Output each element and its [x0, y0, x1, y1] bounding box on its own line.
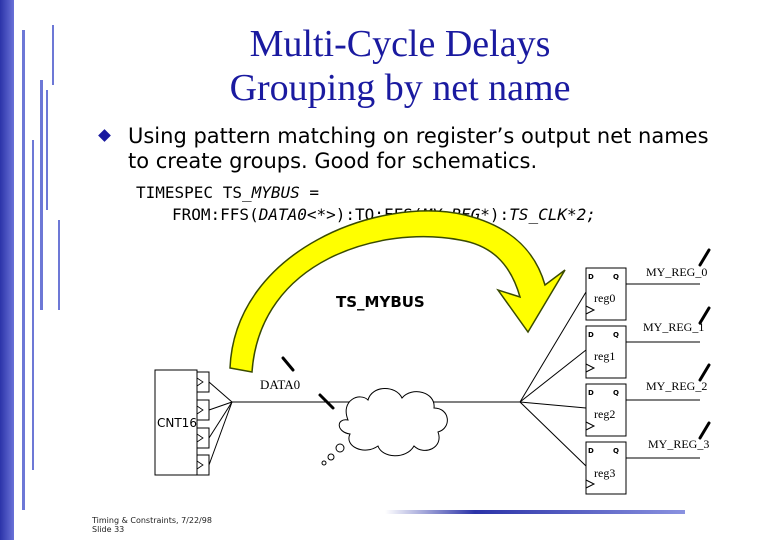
timespec-keyword: TIMESPEC TS_ — [136, 183, 252, 202]
slide-footer: Timing & Constraints, 7/22/98 Slide 33 — [92, 516, 212, 534]
data-net-label: DATA0 — [260, 377, 301, 392]
q-pin-label: Q — [613, 273, 619, 281]
net-label: MY_REG_1 — [643, 320, 705, 334]
slide-title: Multi-Cycle Delays Grouping by net name — [140, 22, 660, 110]
register-reg0 — [585, 267, 700, 321]
counter-label: CNT16 — [157, 416, 197, 430]
clock-pin — [196, 460, 204, 470]
group-label: TS_MYBUS — [336, 293, 425, 311]
decorative-bar — [58, 220, 60, 310]
clock-pin — [196, 377, 204, 387]
register-name: reg0 — [594, 291, 616, 305]
timespec-name: MYBUS — [251, 183, 300, 202]
thought-cloud — [338, 388, 448, 457]
decorative-bar — [52, 25, 54, 85]
register-name: reg3 — [594, 466, 616, 480]
q-pin-label: Q — [613, 447, 619, 455]
counter-block — [154, 369, 198, 476]
thought-bubble — [321, 460, 327, 466]
source-pattern: DATA0<*> — [258, 205, 336, 224]
q-pin-label: Q — [613, 331, 619, 339]
net-label: MY_REG_0 — [646, 265, 708, 279]
net-label: MY_REG_2 — [646, 379, 708, 393]
timespec-equals: = — [299, 183, 320, 202]
timing-value: TS_CLK*2; — [509, 205, 596, 224]
decorative-bar — [32, 140, 34, 470]
probe-icon — [281, 248, 711, 440]
register-name: reg2 — [594, 407, 616, 421]
d-pin-label: D — [588, 389, 594, 397]
group-arrow — [229, 210, 566, 373]
d-pin-label: D — [588, 331, 594, 339]
thought-bubble — [335, 443, 345, 453]
clock-pin — [196, 405, 204, 415]
bottom-rule — [385, 510, 685, 514]
q-pin-label: Q — [613, 389, 619, 397]
colon: ): — [489, 205, 510, 224]
decorative-bar — [40, 80, 43, 310]
sidebar-decoration — [0, 0, 14, 540]
bullet-text: Using pattern matching on register’s out… — [128, 124, 709, 173]
title-line-1: Multi-Cycle Delays — [249, 23, 551, 65]
from-ffs: FROM:FFS( — [172, 205, 259, 224]
register-reg2 — [585, 383, 700, 437]
thought-bubble — [327, 453, 335, 461]
net-label: MY_REG_3 — [648, 437, 710, 451]
register-reg1 — [585, 325, 700, 379]
d-pin-label: D — [588, 273, 594, 281]
timespec-line-1: TIMESPEC TS_MYBUS = — [136, 183, 319, 202]
register-name: reg1 — [594, 349, 616, 363]
clock-pin — [196, 433, 204, 443]
register-reg3 — [585, 441, 700, 495]
footer-source: Timing & Constraints, 7/22/98 — [92, 516, 212, 525]
decorative-bar — [46, 90, 48, 210]
slide-number: Slide 33 — [92, 525, 125, 534]
title-line-2: Grouping by net name — [229, 67, 571, 109]
d-pin-label: D — [588, 447, 594, 455]
decorative-bar — [22, 30, 25, 510]
